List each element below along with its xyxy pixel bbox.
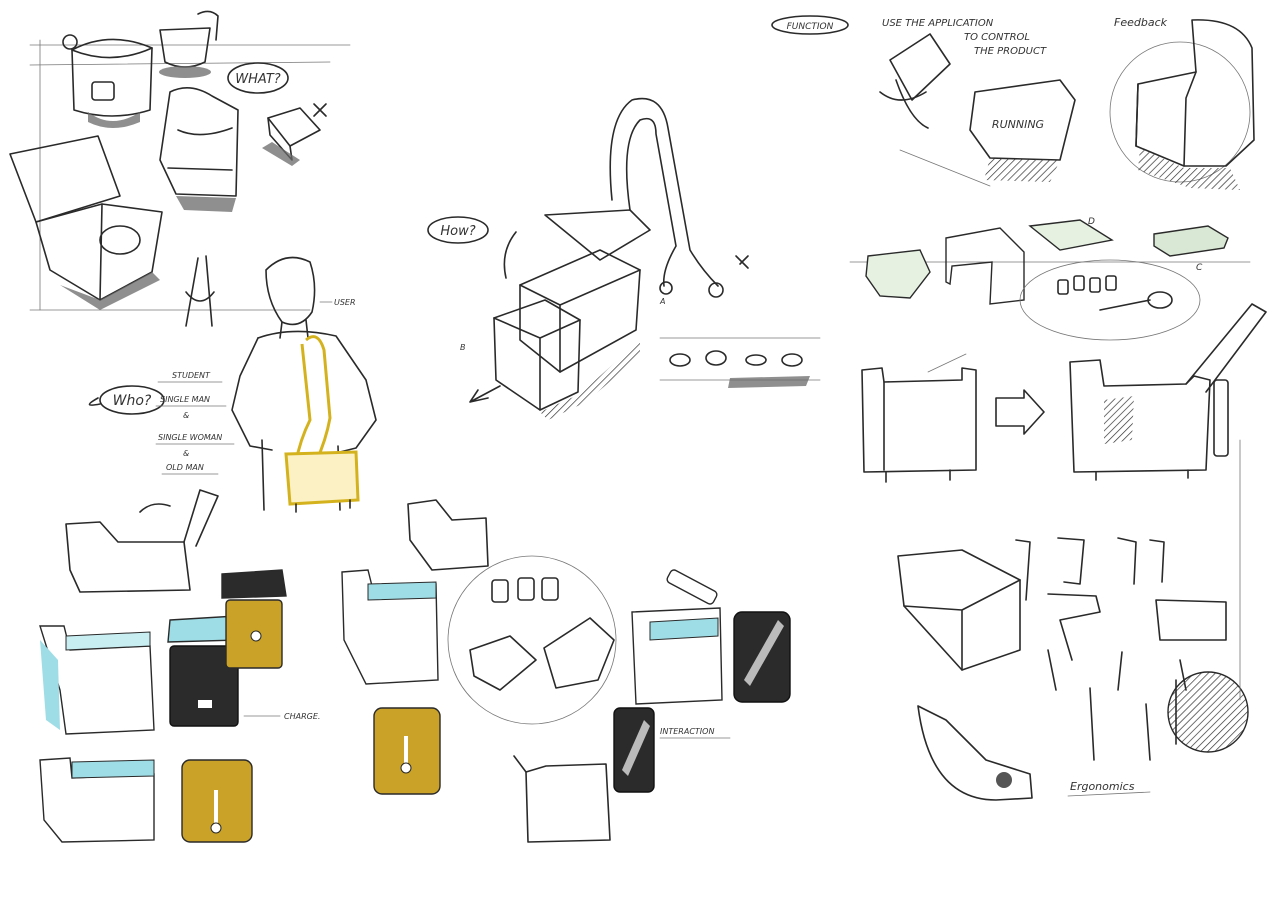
who-bubble: Who?	[88, 385, 165, 415]
mark-b: B	[460, 343, 466, 352]
transform-arrow	[995, 389, 1045, 435]
cup-outline	[513, 755, 611, 843]
charge-note: CHARGE.	[243, 712, 320, 721]
cyan-variant-left	[39, 625, 155, 735]
suitcase-sketch	[9, 135, 163, 310]
use-line-3: THE PRODUCT	[974, 46, 1047, 57]
variants-left: CHARGE.	[39, 489, 320, 843]
rice-cooker-sketch	[62, 34, 153, 128]
component-lid-plate	[1028, 219, 1114, 251]
use-line-1: USE THE APPLICATION	[882, 18, 994, 29]
component-cover	[945, 227, 1025, 305]
grip-circle	[1167, 671, 1249, 753]
hand-phone-sketch	[879, 33, 951, 129]
main-product-sketch: A B	[460, 209, 665, 420]
how-section: How? A B	[427, 97, 821, 420]
how-label: How?	[440, 224, 475, 239]
handle-profiles	[1015, 537, 1227, 761]
cyan-variant-right	[631, 607, 723, 705]
toaster-outline-small	[407, 499, 489, 571]
tray-strip-sketch	[659, 337, 821, 388]
ergonomics-label: Ergonomics	[1070, 780, 1135, 793]
mark-d: D	[1088, 217, 1095, 227]
amp-label-1: &	[183, 411, 189, 420]
ergonomics-section: Ergonomics	[897, 439, 1249, 801]
user-label: USER	[334, 298, 356, 307]
who-label: Who?	[113, 393, 152, 409]
open-unit-sketch	[1069, 303, 1267, 481]
small-appliance-sketch	[262, 103, 327, 166]
what-label: WHAT?	[235, 72, 281, 87]
cyan-variant-bottom	[39, 757, 155, 843]
phone-stick	[666, 569, 718, 605]
interaction-note: INTERACTION	[659, 727, 731, 739]
mark-c: C	[1196, 263, 1203, 273]
cyan-variant-center	[341, 569, 439, 685]
running-device-sketch: RUNNING	[969, 79, 1076, 182]
single-woman-label: SINGLE WOMAN	[158, 433, 222, 442]
student-label: STUDENT	[172, 371, 211, 380]
what-bubble: WHAT?	[227, 62, 289, 94]
user-section: USER Who? STUDENT SINGLE MAN & SINGLE WO…	[88, 256, 377, 513]
function-label: FUNCTION	[787, 22, 834, 32]
ergonomic-box-sketch	[897, 549, 1021, 671]
yellow-variant-bottom	[181, 759, 253, 843]
backpack-sketch	[159, 87, 239, 212]
feedback-label: Feedback	[1114, 16, 1168, 29]
yellow-device-on-user	[284, 335, 360, 513]
running-label: RUNNING	[992, 118, 1044, 131]
amp-label-2: &	[183, 449, 189, 458]
function-description: USE THE APPLICATION TO CONTROL THE PRODU…	[882, 18, 1047, 57]
how-bubble: How?	[427, 216, 489, 244]
strap-bag-sketch	[917, 705, 1033, 801]
chopsticks-sketch	[185, 255, 215, 327]
who-list: STUDENT SINGLE MAN & SINGLE WOMAN & OLD …	[155, 371, 235, 475]
components-section: D C	[849, 217, 1267, 483]
closed-unit-sketch	[861, 353, 977, 483]
charge-label: CHARGE.	[284, 712, 320, 721]
bowl-sketch	[159, 10, 219, 78]
old-man-label: OLD MAN	[166, 463, 204, 472]
single-man-label: SINGLE MAN	[160, 395, 210, 404]
user-figure-sketch: USER	[231, 256, 377, 511]
component-d-box: D	[865, 217, 1095, 299]
component-c-tray: C	[1153, 225, 1229, 273]
yellow-variant-top	[221, 569, 287, 669]
lunchbox-parts-circle	[447, 555, 617, 725]
what-section: WHAT?	[9, 10, 351, 327]
mark-a: A	[659, 297, 665, 306]
ergonomics-note: Ergonomics	[1067, 780, 1151, 797]
function-section: FUNCTION USE THE APPLICATION TO CONTROL …	[771, 15, 1255, 190]
feedback-device-sketch: Feedback	[1109, 16, 1255, 190]
toaster-outline-top	[65, 489, 219, 593]
function-bubble: FUNCTION	[771, 15, 849, 35]
phone-dark-right	[733, 611, 791, 703]
phone-dark-bottom	[613, 707, 655, 793]
utensils-cluster	[1019, 259, 1201, 341]
yellow-variant-center	[373, 707, 441, 795]
variants-center: INTERACTION	[341, 499, 791, 843]
use-line-2: TO CONTROL	[964, 32, 1030, 43]
handle-arm-sketch	[609, 97, 749, 298]
interaction-label: INTERACTION	[660, 727, 714, 736]
